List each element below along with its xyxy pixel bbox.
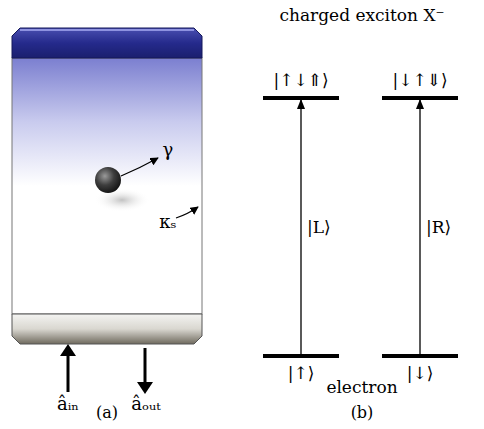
decay-rate: γ — [163, 140, 174, 160]
state-ket: |↓↑⇓⟩ — [392, 71, 447, 90]
energy-level: |↑↓⇑⟩ — [263, 96, 339, 100]
panel-label: (b) — [351, 404, 374, 422]
state-ket: |↓⟩ — [407, 364, 434, 383]
energy-level: |↓↑⇓⟩ — [382, 96, 458, 100]
polarization-label: |L⟩ — [307, 218, 331, 237]
state-ket: |↑⟩ — [288, 364, 315, 383]
transition-arrow — [419, 100, 420, 354]
panel-label: (a) — [96, 404, 118, 422]
cavity-loss: κₛ — [159, 212, 176, 232]
energy-level: |↑⟩ — [263, 354, 339, 358]
state-ket: |↑↓⇑⟩ — [273, 71, 328, 90]
transition-arrow — [300, 100, 301, 354]
input-field: âᵢₙ — [57, 394, 79, 414]
output-field: âₒᵤₜ — [131, 394, 160, 414]
panel-heading: charged exciton X⁻ — [279, 6, 444, 25]
polarization-label: |R⟩ — [426, 218, 451, 237]
electron-label: electron — [326, 378, 397, 397]
energy-level: |↓⟩ — [382, 354, 458, 358]
